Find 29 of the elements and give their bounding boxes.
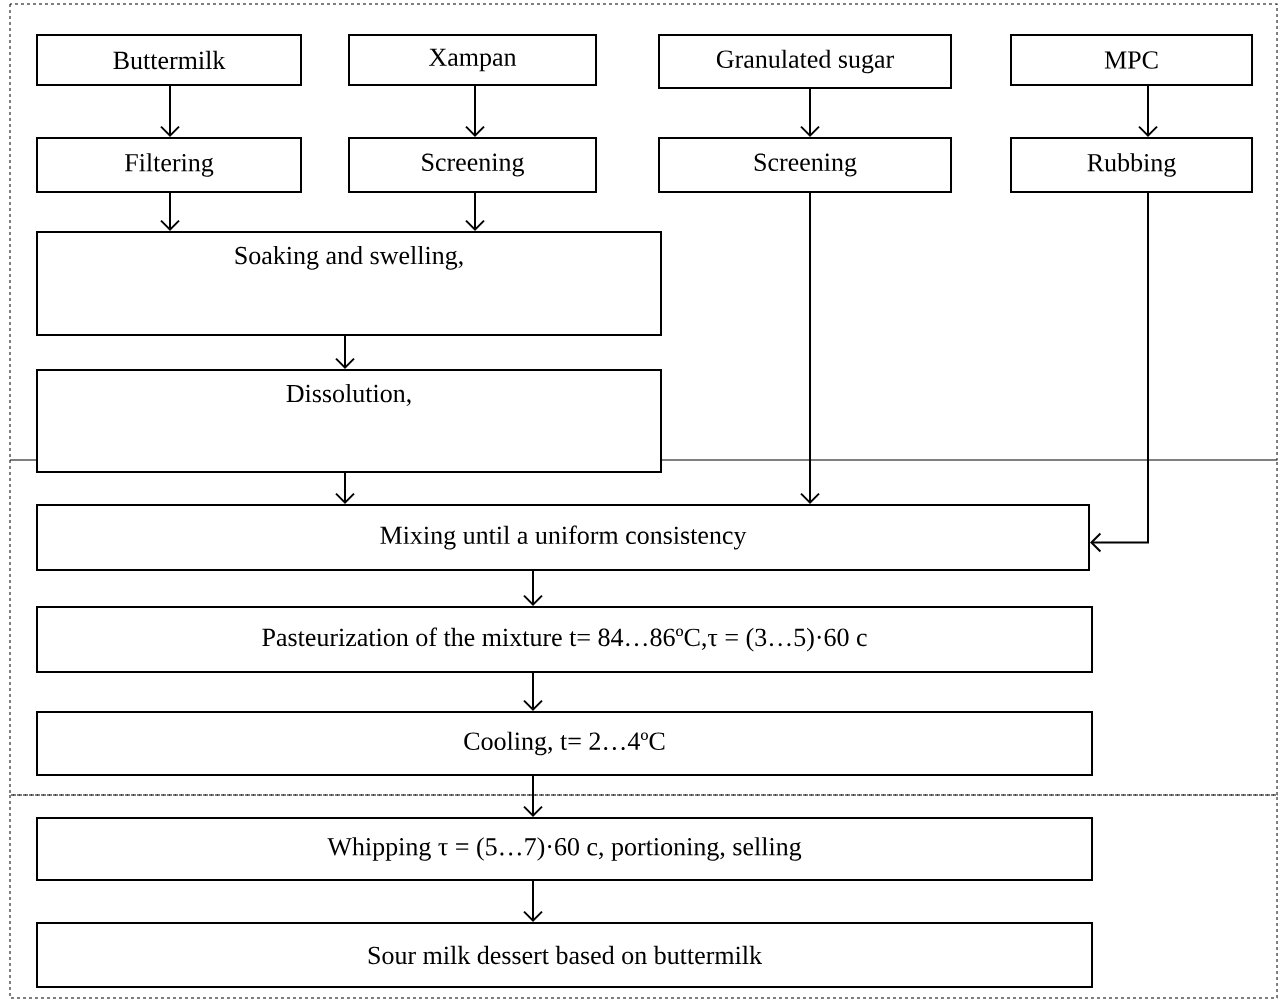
process-box: Dissolution, [36, 369, 662, 473]
process-box: Whipping τ = (5…7)·60 c, portioning, selling [36, 817, 1093, 881]
arrow [523, 880, 543, 922]
process-box: Screening [658, 137, 952, 193]
process-box: MPC [1010, 34, 1253, 86]
process-box: Screening [348, 137, 597, 193]
process-box: Buttermilk [36, 34, 302, 86]
process-box: Filtering [36, 137, 302, 193]
process-box: Granulated sugar [658, 34, 952, 89]
arrow [523, 570, 543, 606]
arrow [1138, 85, 1158, 137]
arrow [523, 775, 543, 817]
arrow [465, 192, 485, 231]
arrow [335, 335, 355, 369]
process-box: Xampan [348, 34, 597, 86]
process-box: Sour milk dessert based on buttermilk [36, 922, 1093, 988]
arrow [800, 88, 820, 137]
arrow [800, 192, 820, 504]
arrow [465, 85, 485, 137]
arrow [523, 672, 543, 711]
arrow [160, 85, 180, 137]
arrow [335, 472, 355, 504]
process-box: Cooling, t= 2…4ºC [36, 711, 1093, 776]
arrow [160, 192, 180, 231]
arrow [1090, 192, 1149, 553]
process-box: Rubbing [1010, 137, 1253, 193]
process-box: Mixing until a uniform consistency [36, 504, 1090, 571]
process-box: Pasteurization of the mixture t= 84…86ºC,τ = (3…5)·60 c [36, 606, 1093, 673]
process-box: Soaking and swelling, [36, 231, 662, 336]
